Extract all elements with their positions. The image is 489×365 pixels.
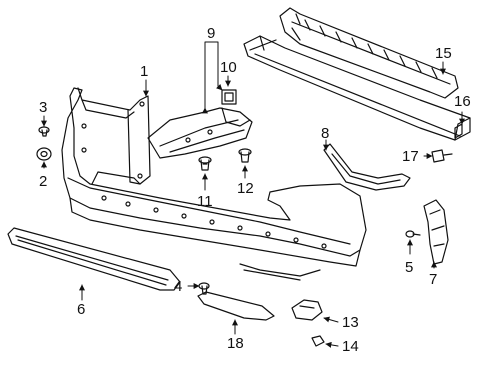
corner-bracket-part [423,199,449,265]
callout-16: 16 [454,93,471,110]
step-pad-part [7,227,181,291]
callout-17: 17 [402,148,419,165]
callout-18: 18 [227,335,244,352]
nut-part [311,335,325,347]
bumper-reinforcement-part [243,35,471,141]
callout-1: 1 [140,63,148,80]
bolt-part [431,149,453,163]
callout-2: 2 [39,173,47,190]
callout-5: 5 [405,259,413,276]
callout-labels: 1 2 3 4 5 6 7 8 9 10 11 12 13 14 15 16 1… [39,25,471,355]
grommet-part [36,147,52,161]
callout-14: 14 [342,338,359,355]
callout-3: 3 [39,99,47,116]
push-clip-part [198,156,212,171]
callout-7: 7 [429,271,437,288]
callout-12: 12 [237,180,254,197]
callout-11: 11 [197,193,213,210]
clip-part [221,89,237,105]
garnish-part [197,291,275,321]
screw-part-2 [405,230,421,238]
energy-absorber-part [279,7,459,99]
small-clip-part [38,126,50,137]
side-spacer-part [323,143,411,191]
callout-15: 15 [435,45,452,62]
bumper-cover-part [61,87,367,281]
small-bracket-part [291,299,323,321]
callout-6: 6 [77,301,85,318]
lower-bracket-assembly-part [147,107,253,159]
push-clip-part-2 [238,148,252,163]
leader-lines [41,41,465,348]
callout-10: 10 [220,59,237,76]
callout-8: 8 [321,125,329,142]
callout-13: 13 [342,314,359,331]
side-bracket-part [77,87,151,185]
callout-9: 9 [207,25,215,42]
callout-4: 4 [174,278,182,295]
